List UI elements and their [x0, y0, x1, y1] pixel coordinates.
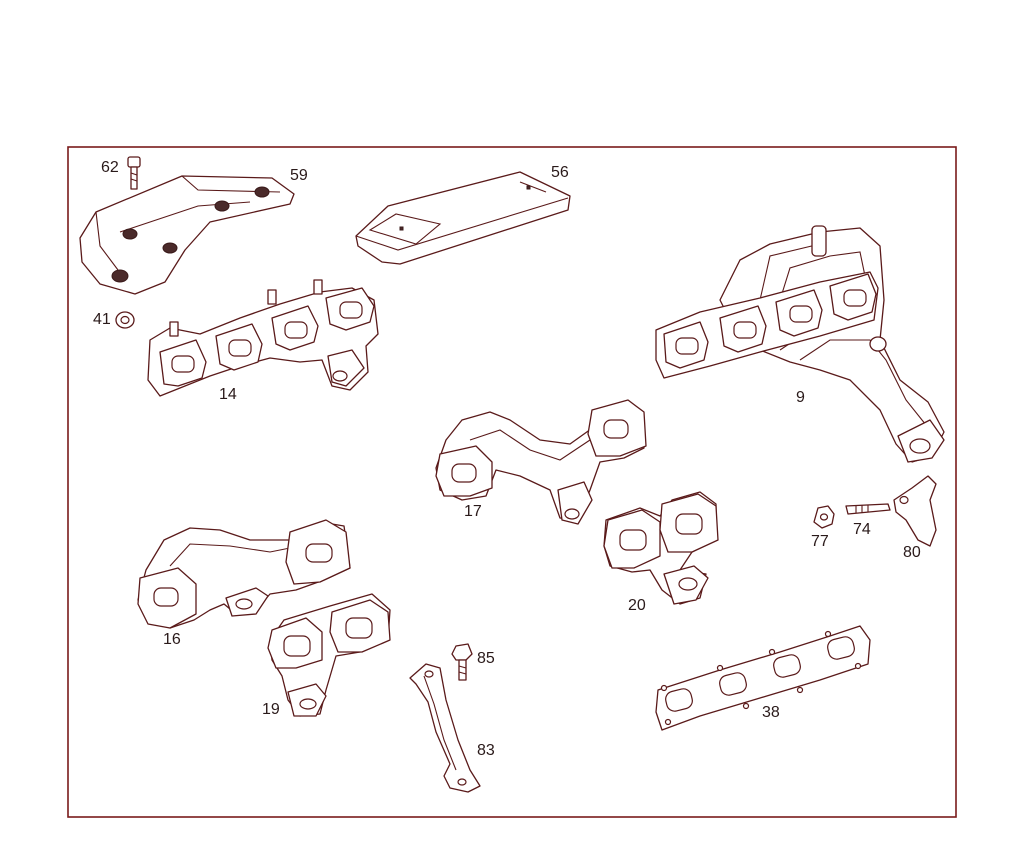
- part-9-tubular-manifold[interactable]: [655, 225, 945, 463]
- label-80: 80: [903, 544, 921, 561]
- label-38: 38: [762, 704, 780, 721]
- label-41: 41: [93, 311, 111, 328]
- label-19: 19: [262, 701, 280, 718]
- part-56-cover-plate[interactable]: [355, 171, 571, 265]
- label-20: 20: [628, 597, 646, 614]
- label-77: 77: [811, 533, 829, 550]
- part-77-nut[interactable]: [813, 505, 835, 529]
- part-20-manifold[interactable]: [603, 491, 719, 605]
- part-16-manifold[interactable]: [137, 519, 351, 629]
- part-83-strap-bracket[interactable]: [409, 663, 481, 793]
- part-59-heat-shield[interactable]: [79, 175, 295, 295]
- part-17-manifold[interactable]: [435, 399, 647, 525]
- label-74: 74: [853, 521, 871, 538]
- part-41-nut[interactable]: [115, 311, 135, 329]
- part-62-bolt[interactable]: [127, 156, 141, 190]
- part-74-stud[interactable]: [845, 503, 891, 515]
- label-59: 59: [290, 167, 308, 184]
- label-85: 85: [477, 650, 495, 667]
- diagram-frame: [67, 146, 957, 818]
- label-83: 83: [477, 742, 495, 759]
- label-9: 9: [796, 389, 805, 406]
- part-85-bolt[interactable]: [451, 643, 473, 681]
- part-14-exhaust-manifold[interactable]: [147, 279, 379, 397]
- label-62: 62: [101, 159, 119, 176]
- part-80-bracket[interactable]: [893, 475, 937, 547]
- label-14: 14: [219, 386, 237, 403]
- label-16: 16: [163, 631, 181, 648]
- part-38-gasket[interactable]: [655, 625, 871, 731]
- label-17: 17: [464, 503, 482, 520]
- label-56: 56: [551, 164, 569, 181]
- part-19-manifold[interactable]: [267, 593, 391, 717]
